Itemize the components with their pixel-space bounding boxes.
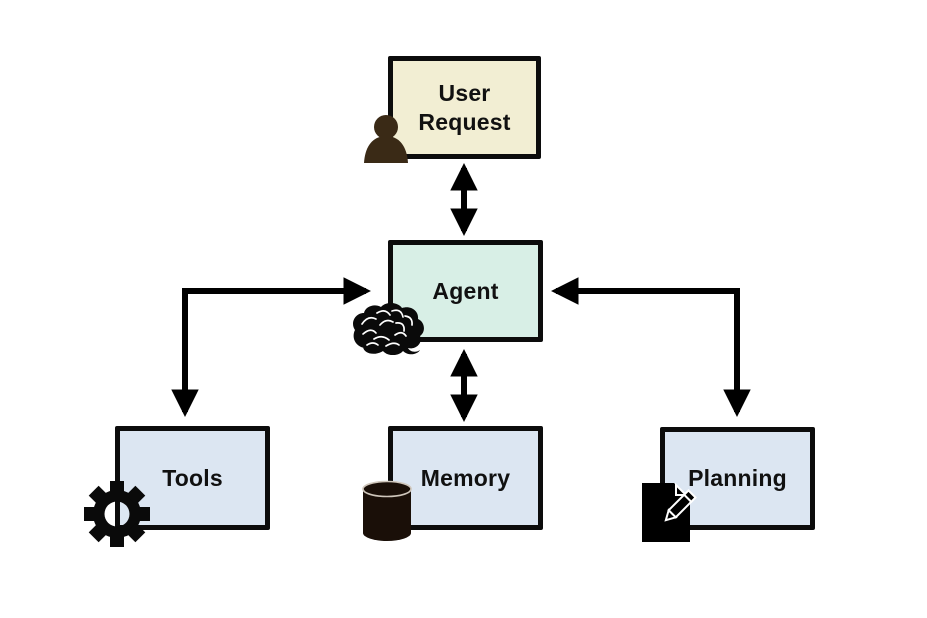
node-memory: Memory (388, 426, 543, 530)
node-agent-label: Agent (432, 277, 499, 304)
person-icon (364, 115, 408, 163)
node-planning-label: Planning (688, 465, 787, 492)
node-tools: Tools (115, 426, 270, 530)
edge-agent-tools (171, 277, 371, 417)
node-agent: Agent (388, 240, 543, 342)
node-memory-label: Memory (420, 464, 511, 491)
node-user-request: User Request (388, 56, 541, 159)
edge-agent-planning (551, 277, 751, 417)
node-tools-label: Tools (162, 464, 223, 491)
database-icon (362, 480, 412, 541)
note-pencil-icon (642, 482, 697, 542)
brain-icon (353, 303, 424, 355)
gear-icon (84, 481, 150, 547)
node-user-request-label: User Request (418, 79, 511, 135)
